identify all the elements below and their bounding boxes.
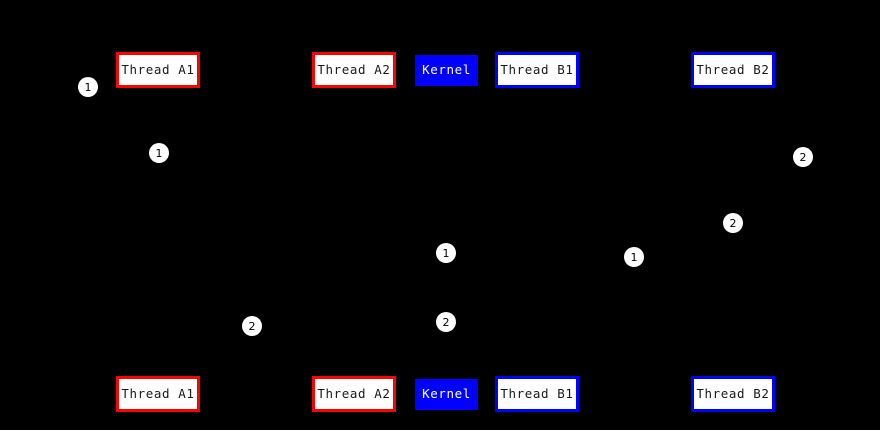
participant-label: Thread B1 xyxy=(500,385,574,401)
participant-box-thread-b1-top[interactable]: Thread B1 xyxy=(495,52,579,88)
participant-label: Thread B2 xyxy=(696,385,770,401)
message-arrow-msg-b2-to-kernel xyxy=(446,309,733,310)
sequence-badge: 1 xyxy=(78,77,98,97)
sequence-badge-number: 2 xyxy=(442,315,450,329)
lifeline-kernel xyxy=(446,86,447,379)
sequence-badge: 2 xyxy=(723,213,743,233)
lifeline-thread-b1 xyxy=(537,88,538,376)
sequence-badge-number: 1 xyxy=(84,80,92,94)
participant-box-thread-a2-bottom[interactable]: Thread A2 xyxy=(312,376,396,412)
participant-box-thread-a1-bottom[interactable]: Thread A1 xyxy=(116,376,200,412)
sequence-badge: 1 xyxy=(149,143,169,163)
participant-box-thread-b2-bottom[interactable]: Thread B2 xyxy=(691,376,775,412)
lifeline-thread-a2 xyxy=(354,88,355,376)
participant-label: Thread B1 xyxy=(500,61,574,77)
sequence-badge-number: 1 xyxy=(155,146,163,160)
sequence-badge-number: 1 xyxy=(630,250,638,264)
participant-label: Thread B2 xyxy=(696,61,770,77)
message-arrow-msg-kernel-to-a1 xyxy=(158,339,446,340)
participant-label: Thread A2 xyxy=(317,385,391,401)
message-arrow-msg-kernel-to-b1 xyxy=(446,233,538,241)
participant-box-thread-b2-top[interactable]: Thread B2 xyxy=(691,52,775,88)
participant-label: Thread A1 xyxy=(121,61,195,77)
participant-box-thread-b1-bottom[interactable]: Thread B1 xyxy=(495,376,579,412)
message-arrow-msg-a2-to-kernel xyxy=(354,161,447,169)
participant-label: Thread A2 xyxy=(317,61,391,77)
sequence-badge: 2 xyxy=(242,316,262,336)
sequence-badge-number: 2 xyxy=(729,216,737,230)
sequence-badge: 1 xyxy=(436,243,456,263)
lifeline-thread-a1 xyxy=(158,88,159,376)
participant-box-kernel-bottom[interactable]: Kernel xyxy=(415,379,478,410)
participant-label: Kernel xyxy=(422,386,471,402)
participant-label: Kernel xyxy=(422,62,471,78)
participant-label: Thread A1 xyxy=(121,385,195,401)
sequence-badge-number: 2 xyxy=(248,319,256,333)
participant-box-kernel-top[interactable]: Kernel xyxy=(415,55,478,86)
sequence-badge: 2 xyxy=(436,312,456,332)
participant-box-thread-a2-top[interactable]: Thread A2 xyxy=(312,52,396,88)
message-arrow-msg-a1-to-a2 xyxy=(158,89,355,97)
participant-box-thread-a1-top[interactable]: Thread A1 xyxy=(116,52,200,88)
sequence-badge: 1 xyxy=(624,247,644,267)
sequence-badge: 2 xyxy=(793,147,813,167)
message-arrow-msg-b1-to-b2 xyxy=(537,265,734,273)
sequence-badge-number: 1 xyxy=(442,246,450,260)
sequence-badge-number: 2 xyxy=(799,150,807,164)
